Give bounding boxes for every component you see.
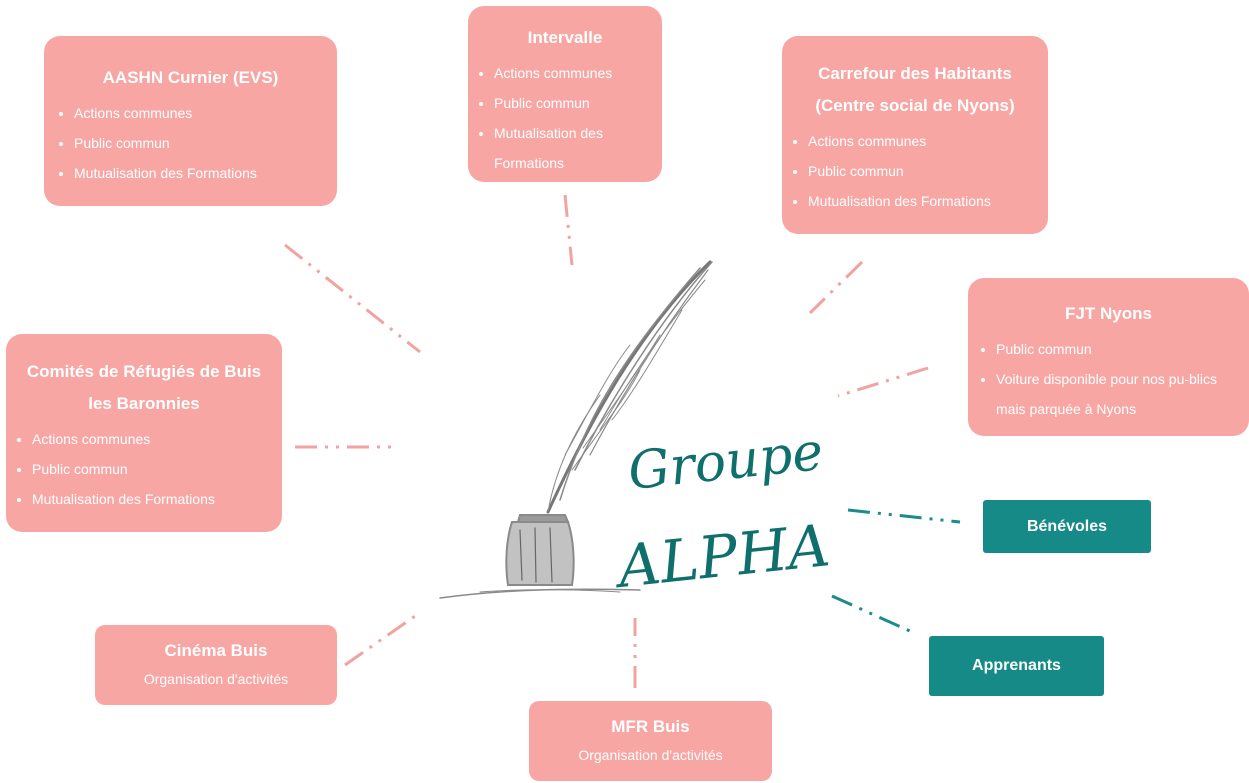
list-item: Public commun	[494, 88, 662, 118]
list-item: Voiture disponible pour nos pu-blics mai…	[996, 364, 1239, 424]
connector-carrefour	[808, 260, 864, 315]
list-item: Public commun	[808, 156, 1048, 186]
node-comites-title-line1: Comités de Réfugiés de Buis	[26, 362, 262, 381]
node-mfr-title: MFR Buis	[611, 717, 690, 736]
node-intervalle-title: Intervalle	[527, 28, 603, 47]
node-carrefour: Carrefour des Habitants (Centre social d…	[782, 36, 1048, 234]
connector-intervalle	[563, 194, 574, 266]
list-item: Public commun	[996, 334, 1239, 364]
node-cinema: Cinéma Buis Organisation d'activités	[95, 625, 337, 705]
node-intervalle: Intervalle Actions communes Public commu…	[468, 6, 662, 182]
node-aashn-title: AASHN Curnier (EVS)	[102, 68, 279, 87]
node-benevoles: Bénévoles	[983, 500, 1151, 553]
list-item: Mutualisation des Formations	[32, 484, 282, 514]
connector-apprenants	[831, 594, 913, 634]
connector-fjt	[837, 366, 929, 398]
node-mfr: MFR Buis Organisation d'activités	[529, 701, 772, 781]
node-fjt-title: FJT Nyons	[1065, 304, 1152, 323]
node-cinema-title: Cinéma Buis	[164, 641, 268, 660]
list-item: Actions communes	[32, 424, 282, 454]
list-item: Actions communes	[74, 98, 337, 128]
node-mfr-subtitle: Organisation d'activités	[578, 747, 723, 763]
node-carrefour-title-line2: (Centre social de Nyons)	[815, 96, 1015, 115]
node-benevoles-title: Bénévoles	[1026, 517, 1108, 535]
node-comites-title-line2: les Baronnies	[88, 394, 200, 413]
node-carrefour-title-line1: Carrefour des Habitants	[818, 64, 1012, 83]
node-apprenants: Apprenants	[929, 636, 1104, 696]
connector-aashn	[284, 243, 421, 354]
quill-inkwell-illustration	[439, 260, 713, 599]
connector-cinema	[344, 612, 419, 667]
list-item: Actions communes	[808, 126, 1048, 156]
list-item: Mutualisation des Formations	[808, 186, 1048, 216]
list-item: Mutualisation des Formations	[74, 158, 337, 188]
list-item: Actions communes	[494, 58, 662, 88]
node-fjt: FJT Nyons Public commun Voiture disponib…	[968, 278, 1249, 436]
node-aashn: AASHN Curnier (EVS) Actions communes Pub…	[44, 36, 337, 206]
list-item: Mutualisation des Formations	[494, 118, 662, 178]
node-apprenants-title: Apprenants	[972, 657, 1061, 674]
connector-benevoles	[847, 508, 961, 524]
list-item: Public commun	[74, 128, 337, 158]
node-cinema-subtitle: Organisation d'activités	[143, 671, 289, 687]
list-item: Public commun	[32, 454, 282, 484]
node-comites: Comités de Réfugiés de Buis les Baronnie…	[6, 334, 282, 532]
